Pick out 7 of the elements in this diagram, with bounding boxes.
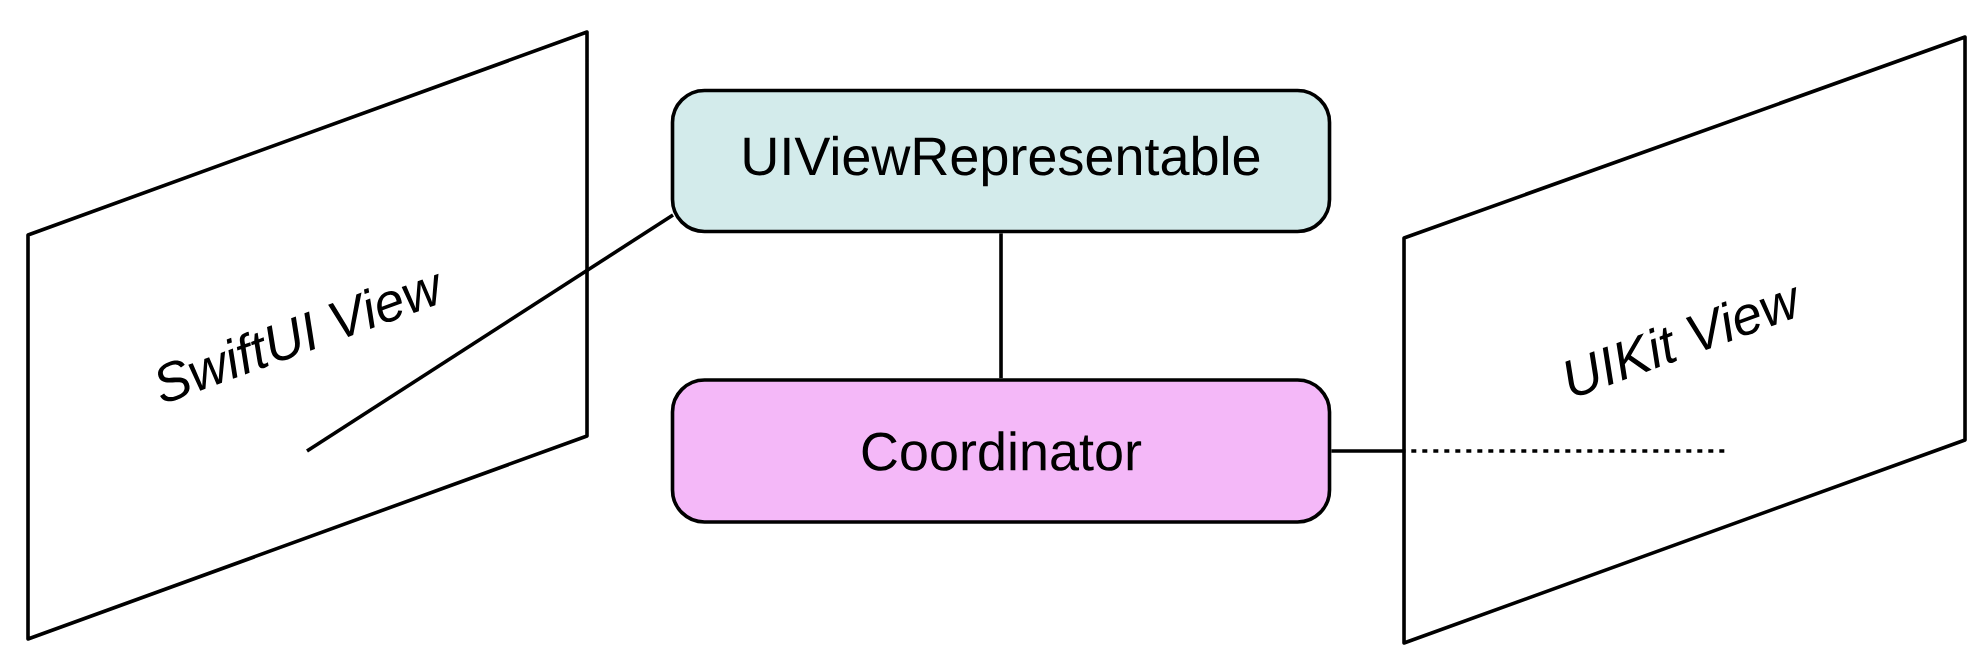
rounded-box: UIViewRepresentable: [670, 88, 1332, 234]
rounded-box: Coordinator: [670, 378, 1332, 524]
connector-line: [1331, 449, 1725, 453]
view-plane: UIKit View: [1402, 35, 1967, 645]
connector-line: [306, 213, 674, 453]
view-plane: SwiftUI View: [26, 30, 589, 641]
connector-line: [999, 233, 1003, 379]
